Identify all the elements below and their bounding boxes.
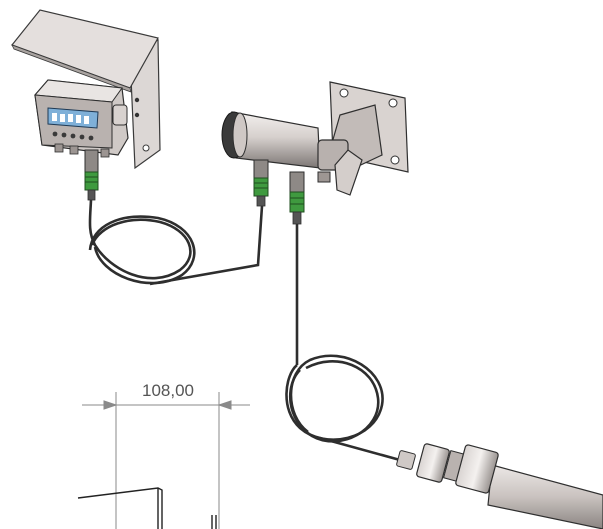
probe-rod — [487, 464, 603, 529]
transmitter-display-segments — [52, 113, 89, 124]
sensor-assembly — [221, 81, 409, 225]
probe-fitting-small — [396, 450, 416, 470]
sensor-nut — [317, 171, 331, 183]
rain-hood — [11, 9, 159, 89]
dimension-label: 108,00 — [142, 381, 194, 400]
transmitter-connector — [84, 149, 99, 201]
transmitter-buttons — [52, 131, 94, 141]
sensor-front-ring — [232, 112, 248, 158]
transmitter-assembly — [11, 9, 161, 201]
plate-hole — [134, 97, 140, 103]
dimension-arrow-left — [103, 400, 118, 410]
sensor-connector-2 — [289, 171, 305, 225]
transmitter-side-knob — [112, 104, 128, 126]
sensor-icon — [221, 111, 363, 196]
plate-hole — [134, 112, 140, 118]
probe-fitting-hex-2 — [455, 444, 499, 494]
rain-hood-edge — [11, 44, 132, 93]
plate-hole — [142, 144, 150, 152]
probe-fitting-hex-1 — [416, 443, 450, 483]
probe-icon — [396, 443, 603, 529]
dimension-annotation — [82, 392, 250, 529]
cable-glands — [54, 143, 110, 158]
transmitter-icon — [33, 79, 129, 158]
cable-sensor-to-probe — [285, 224, 401, 462]
clamp-wing-knob — [334, 149, 363, 196]
dimension-arrow-right — [217, 400, 232, 410]
dimension-view-outline — [77, 487, 217, 529]
sensor-connector-1 — [253, 159, 269, 207]
cable-transmitter-to-sensor — [88, 199, 264, 286]
